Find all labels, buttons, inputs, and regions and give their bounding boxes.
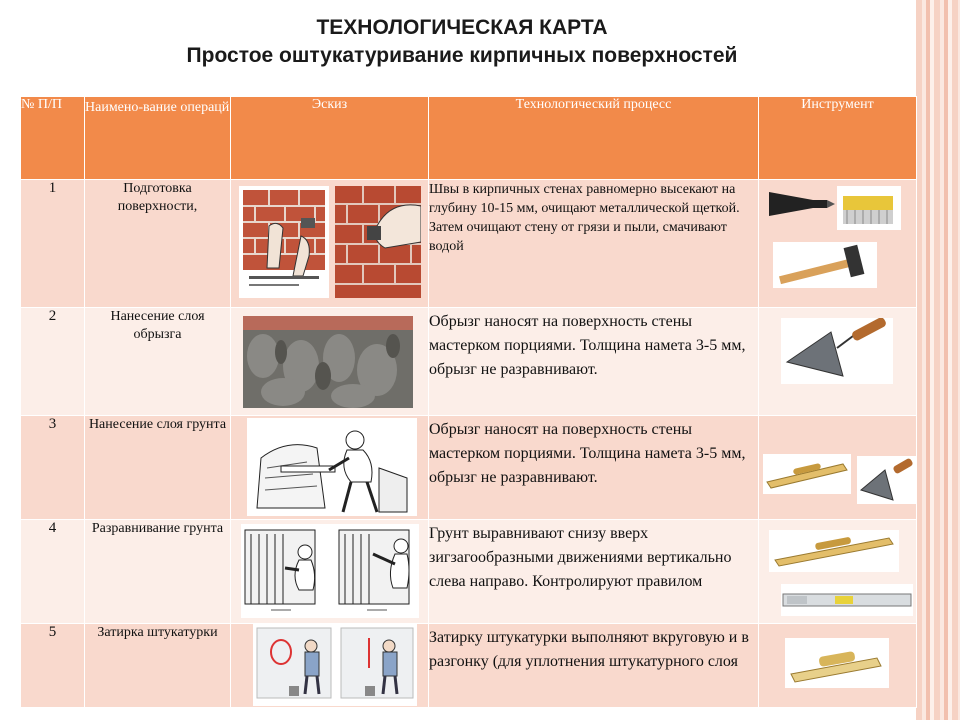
technology-card-table: № П/П Наимено-вание операцй Эскиз Технол… xyxy=(20,96,917,708)
float-icon xyxy=(769,530,899,572)
sketch-cell xyxy=(230,519,429,624)
title-line-2: Простое оштукатуривание кирпичных поверх… xyxy=(186,44,738,67)
process-text: Затирку штукатурки выполняют вкруговую и… xyxy=(428,623,759,708)
header-name: Наимено-вание операцй xyxy=(84,96,231,180)
process-text: Швы в кирпичных стенах равномерно высека… xyxy=(428,179,759,308)
level-rule-icon xyxy=(781,584,913,616)
row-number: 4 xyxy=(20,519,85,624)
table-row: 1 Подготовка поверхности, xyxy=(20,179,917,308)
page-title: ТЕХНОЛОГИЧЕСКАЯ КАРТА Простое оштукатури… xyxy=(0,14,924,70)
header-sketch: Эскиз xyxy=(230,96,429,180)
sketch-cell xyxy=(230,415,429,520)
sketch-cell xyxy=(230,623,429,708)
float-icon xyxy=(763,454,851,494)
tool-cell xyxy=(758,623,917,708)
header-num: № П/П xyxy=(20,96,85,180)
title-line-1: ТЕХНОЛОГИЧЕСКАЯ КАРТА xyxy=(316,16,608,39)
row-number: 5 xyxy=(20,623,85,708)
table-row: 3 Нанесение слоя грунта xyxy=(20,415,917,520)
operation-name: Нанесение слоя обрызга xyxy=(84,307,231,416)
table-row: 4 Разравнивание грунта xyxy=(20,519,917,624)
process-text: Обрызг наносят на поверхность стены маст… xyxy=(428,307,759,416)
plasterer-sketch-image xyxy=(247,418,417,516)
tool-cell xyxy=(758,179,917,308)
brick-wall-brush-image xyxy=(335,186,421,298)
tool-cell xyxy=(758,415,917,520)
tool-cell xyxy=(758,519,917,624)
brick-wall-chisel-image xyxy=(239,186,329,298)
table-row: 5 Затирка штукатурки xyxy=(20,623,917,708)
chisel-icon xyxy=(767,186,837,220)
header-process: Технологический процесс xyxy=(428,96,759,180)
row-number: 3 xyxy=(20,415,85,520)
wire-brush-icon xyxy=(837,186,901,230)
row-number: 1 xyxy=(20,179,85,308)
sketch-cell xyxy=(230,179,429,308)
operation-name: Разравнивание грунта xyxy=(84,519,231,624)
plaster-spray-image xyxy=(243,316,413,408)
operation-name: Затирка штукатурки xyxy=(84,623,231,708)
decorative-border xyxy=(916,0,960,720)
tool-cell xyxy=(758,307,917,416)
trowel-icon xyxy=(857,456,917,504)
leveling-sketch-image xyxy=(241,524,419,618)
float-icon xyxy=(785,638,889,688)
trowel-icon xyxy=(781,318,893,384)
table-row: 2 Нанесение слоя обрызга xyxy=(20,307,917,416)
process-text: Обрызг наносят на поверхность стены маст… xyxy=(428,415,759,520)
hammer-icon xyxy=(773,242,877,288)
header-tool: Инструмент xyxy=(758,96,917,180)
row-number: 2 xyxy=(20,307,85,416)
header-row: № П/П Наимено-вание операцй Эскиз Технол… xyxy=(20,96,917,180)
operation-name: Подготовка поверхности, xyxy=(84,179,231,308)
operation-name: Нанесение слоя грунта xyxy=(84,415,231,520)
troweling-sketch-image xyxy=(253,624,417,706)
process-text: Грунт выравнивают снизу вверх зигзагообр… xyxy=(428,519,759,624)
sketch-cell xyxy=(230,307,429,416)
